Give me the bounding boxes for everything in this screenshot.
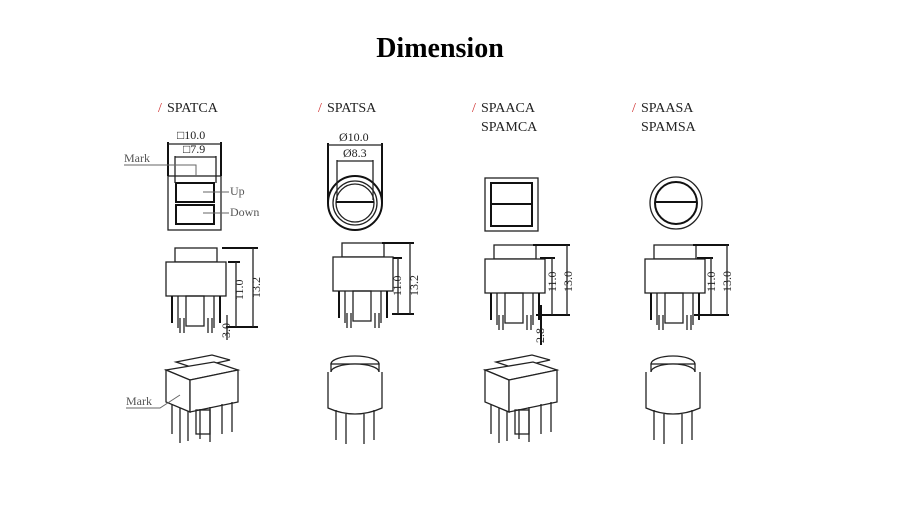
mark-label: Mark: [124, 151, 150, 165]
spatca-top-view: □10.0 □7.9 Mark Up Down: [124, 128, 259, 231]
dim-height-13-2: 13.2: [407, 275, 421, 296]
down-label: Down: [230, 205, 259, 219]
dim-pin-2-8: 2.8: [533, 328, 547, 343]
spaasa-3d-view: [645, 355, 701, 444]
mark-label-3d: Mark: [126, 394, 152, 408]
spatsa-side-view: 11.0 13.2: [332, 242, 421, 329]
up-label: Up: [230, 184, 245, 198]
dim-height-11: 11.0: [545, 271, 559, 292]
model-label-spamca: SPAMCA: [481, 120, 538, 135]
dim-outer-square: □10.0: [177, 128, 205, 142]
slash-mark: /: [472, 101, 476, 116]
slash-mark: /: [632, 101, 636, 116]
dim-height-11: 11.0: [704, 271, 718, 292]
dim-height-13: 13.0: [561, 271, 575, 292]
spatsa-3d-view: [327, 355, 383, 444]
dim-inner-square: □7.9: [183, 142, 205, 156]
spatsa-top-view: Ø10.0 Ø8.3: [327, 130, 383, 231]
spatca-side-view: 11.0 13.2 3.0: [165, 247, 263, 340]
slash-mark: /: [318, 101, 322, 116]
model-label-spatca: SPATCA: [167, 101, 219, 116]
spaasa-side-view: 11.0 13.0: [644, 244, 734, 331]
page-title: Dimension: [376, 33, 504, 64]
model-label-spatsa: SPATSA: [327, 101, 377, 116]
slash-mark: /: [158, 101, 162, 116]
dim-height-13-2: 13.2: [249, 277, 263, 298]
dim-outer-diameter: Ø10.0: [339, 130, 369, 144]
dim-height-11: 11.0: [390, 275, 404, 296]
dim-height-13: 13.0: [720, 271, 734, 292]
spaasa-top-view: [649, 176, 703, 230]
dim-pin-3: 3.0: [219, 323, 233, 338]
spatca-3d-view: Mark: [126, 354, 239, 444]
model-label-spamsa: SPAMSA: [641, 120, 697, 135]
model-label-spaasa: SPAASA: [641, 101, 694, 116]
dim-inner-diameter: Ø8.3: [343, 146, 367, 160]
spaaca-side-view: 11.0 13.0 2.8: [484, 244, 575, 345]
spaaca-3d-view: [484, 354, 558, 444]
model-label-spaaca: SPAACA: [481, 101, 536, 116]
spaaca-top-view: [484, 177, 539, 232]
dim-height-11: 11.0: [232, 279, 246, 300]
